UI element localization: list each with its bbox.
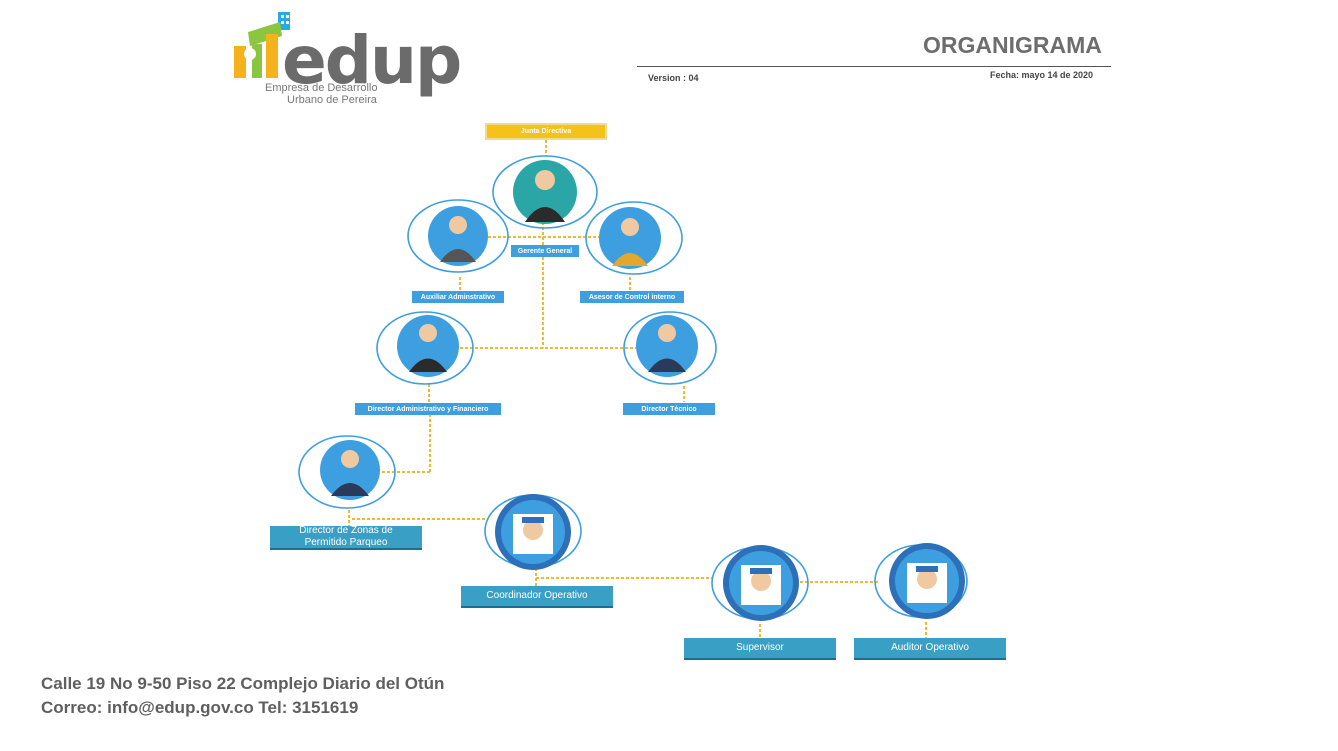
person-icon-dir-tecnico [648, 324, 686, 372]
logo-wordmark: edup [282, 22, 462, 99]
node-auxiliar-administrativo: Auxiliar Adminstrativo [412, 291, 504, 303]
avatar-circles [320, 160, 965, 621]
person-icon-asesor [612, 218, 648, 266]
worker-icon-coordinador [513, 514, 553, 554]
node-junta-directiva: Junta Directiva [485, 123, 607, 140]
header-rule [637, 66, 1111, 67]
node-auditor-operativo: Auditor Operativo [854, 638, 1006, 660]
connector-lines [348, 140, 927, 638]
person-icon-dir-zonas [331, 450, 369, 496]
node-director-zonas-line1: Director de Zonas de [299, 525, 393, 536]
node-gerente-general: Gerente General [511, 245, 579, 257]
page-title: ORGANIGRAMA [923, 32, 1102, 58]
node-director-zonas: Director de Zonas de Permitido Parqueo [270, 525, 422, 550]
logo-mark-icon [234, 12, 290, 78]
node-asesor-control-interno: Asesor de Control interno [580, 291, 684, 303]
person-icon-dir-admin [409, 324, 447, 372]
person-icon-auxiliar [440, 216, 476, 262]
logo-subtitle-line2: Urbano de Pereira [287, 94, 377, 106]
footer-address: Calle 19 No 9-50 Piso 22 Complejo Diario… [41, 674, 445, 693]
logo-subtitle-line1: Empresa de Desarrollo [265, 82, 378, 94]
node-director-tecnico: Director Técnico [623, 403, 715, 415]
person-icons [331, 170, 947, 605]
worker-icon-auditor [907, 563, 947, 603]
version-label: Version : 04 [648, 73, 699, 83]
node-supervisor: Supervisor [684, 638, 836, 660]
node-director-administrativo: Director Administrativo y Financiero [355, 403, 501, 415]
date-label: Fecha: mayo 14 de 2020 [990, 70, 1094, 80]
worker-icon-supervisor [741, 565, 781, 605]
footer-contact: Correo: info@edup.gov.co Tel: 3151619 [41, 698, 359, 717]
node-director-zonas-line2: Permitido Parqueo [304, 537, 388, 548]
person-icon-gerente [525, 170, 565, 222]
node-coordinador-operativo: Coordinador Operativo [461, 586, 613, 608]
